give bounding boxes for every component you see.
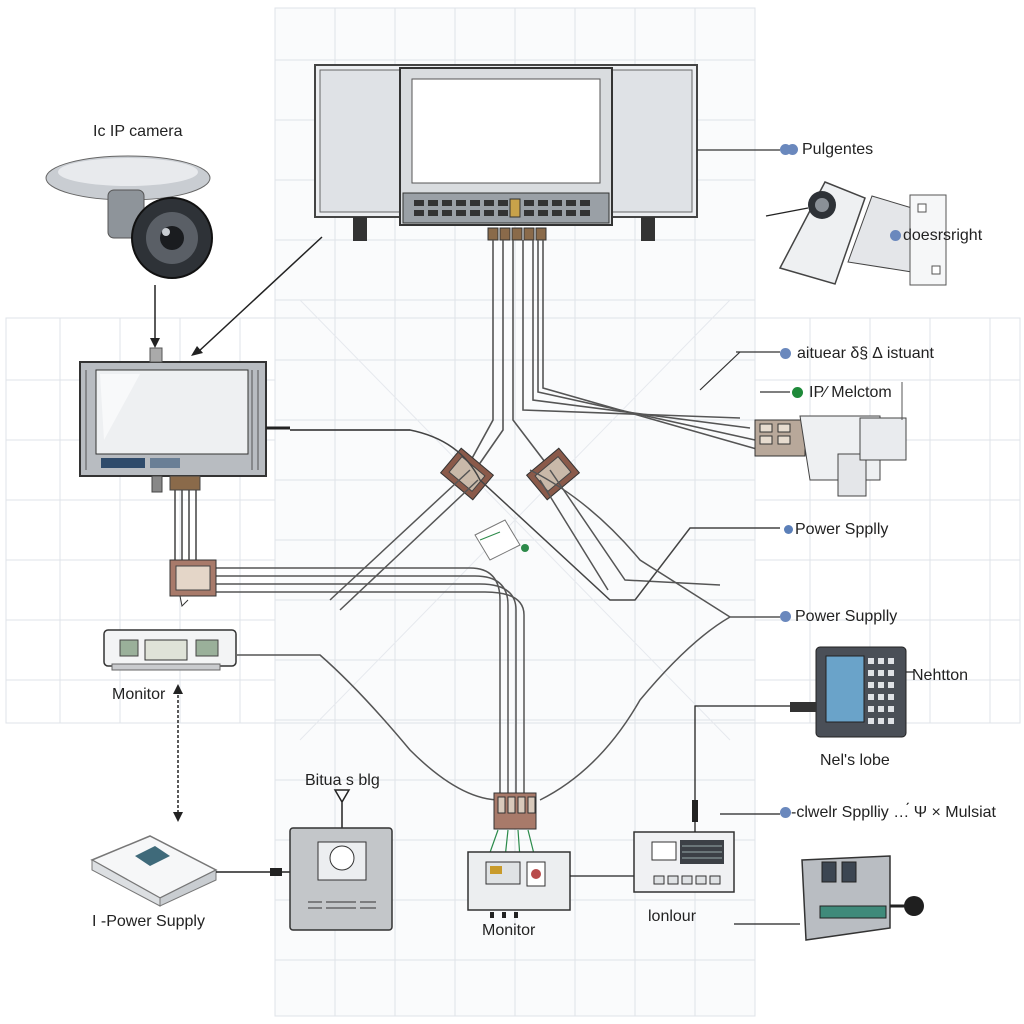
central-display [314, 64, 698, 241]
altuear-label: aituear δ§ ∆ istuant [780, 345, 934, 363]
bottom-junction [487, 792, 537, 859]
pulgentes-text: Pulgentes [802, 141, 874, 158]
ip-melctom-label: IP⁄ Melctom [792, 384, 892, 402]
monitor-power-arrowhead-down [173, 812, 183, 822]
monitor-left-label: Monitor [112, 686, 166, 703]
bottom-right-panel [633, 705, 800, 925]
power-supply-bottom-label: I -Power Supply [92, 913, 205, 931]
right-ip-device [754, 382, 907, 497]
bottom-monitor-device [467, 851, 661, 918]
left-switch [103, 629, 237, 671]
bottom-right-device [801, 855, 924, 941]
camera-down-arrowhead [150, 338, 160, 348]
doesnight-dot-icon [890, 230, 901, 242]
left-junction [169, 559, 217, 608]
power-supply-2-dot-icon [780, 611, 791, 623]
nels-lobe-label: Nel's lobe [820, 752, 890, 769]
right-control-panel [790, 646, 914, 738]
ip-camera-label: Ic IP camera [93, 123, 183, 140]
center-small-component [474, 519, 529, 561]
power-supply-1-dot-icon [784, 525, 793, 535]
cable-runs [210, 429, 780, 801]
clwer-supply-dot-icon [780, 807, 791, 819]
ip-camera [45, 155, 213, 279]
monitor-bottom-label: Monitor [482, 922, 536, 939]
altuear-text: aituear δ§ ∆ istuant [797, 345, 934, 362]
doesnight-label: doesrsright [890, 227, 982, 245]
power-supply-label-2: Power Supplly [780, 608, 897, 626]
monitor-power-arrowhead-up [173, 684, 183, 694]
power-supply-2-text: Power Supplly [795, 608, 898, 625]
power-supply-device [90, 835, 290, 907]
ip-melctom-dot-icon [792, 387, 803, 399]
power-supply-label-1: Power Spplly [784, 521, 888, 539]
clwer-supply-label: -clwelr Spplliy …́ Ψ × Mulsiat [780, 804, 996, 822]
bitua-device [289, 789, 393, 931]
central-cables [469, 240, 761, 467]
doesnight-text: doesrsright [903, 227, 983, 244]
power-supply-1-text: Power Spplly [795, 521, 889, 538]
clwer-supply-text: -clwelr Spplliy …́ Ψ × Mulsiat [791, 804, 996, 821]
bitua-label: Bitua s blg [305, 772, 380, 789]
display-to-monitor-arrowhead [191, 346, 203, 356]
pulgentes-dot-icon-2 [787, 144, 798, 156]
left-monitor [79, 347, 290, 493]
right-camera-mount [765, 181, 947, 286]
altuear-dot-icon [780, 348, 791, 360]
ip-melctom-text: IP⁄ Melctom [809, 384, 892, 401]
pulgentes-dot-icon [780, 144, 791, 156]
left-monitor-cables [174, 490, 197, 565]
pulgentes-label: Pulgentes [780, 141, 873, 159]
display-to-monitor-arrow [197, 236, 323, 353]
power-supply-bottom-text: I -Power Supply [92, 913, 205, 930]
lonlour-label: lonlour [648, 908, 697, 925]
leader-lines [290, 149, 790, 431]
nehtton-label: Nehtton [912, 667, 969, 684]
